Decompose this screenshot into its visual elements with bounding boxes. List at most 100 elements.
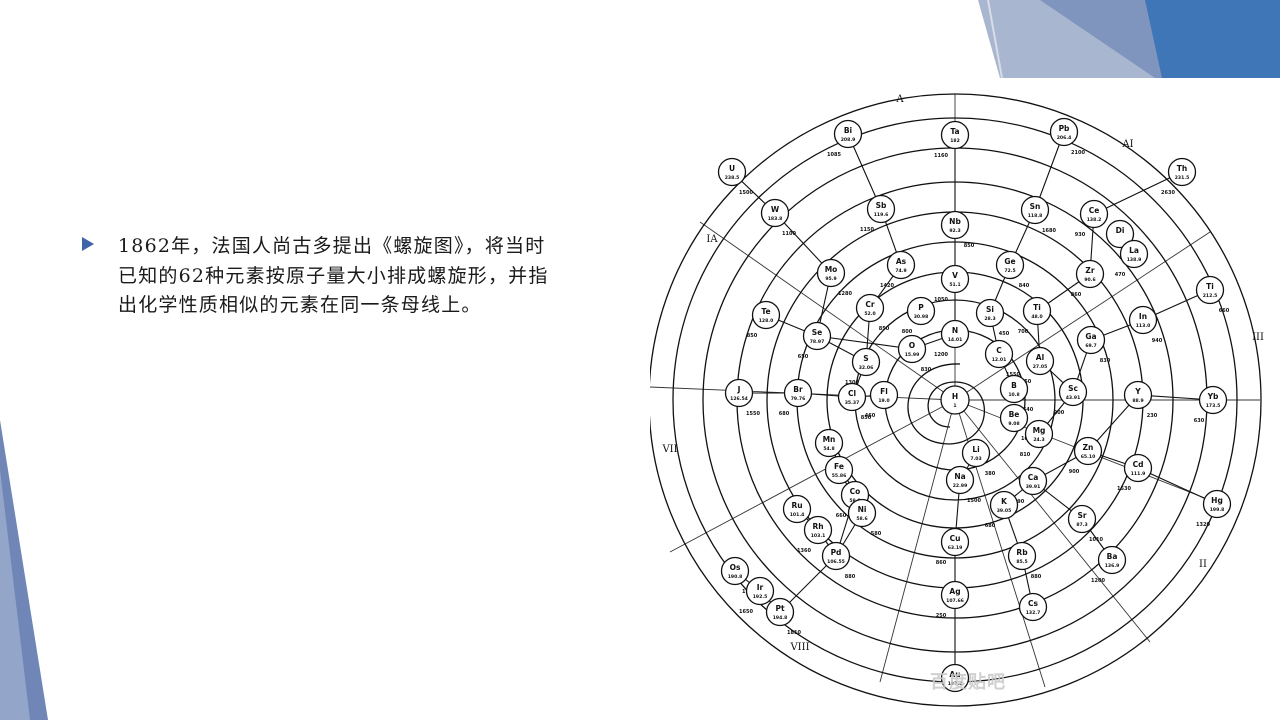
- element-circle: [765, 597, 795, 627]
- helix-path: [907, 363, 985, 445]
- element-symbol: Ru: [791, 501, 802, 510]
- element-symbol: Na: [954, 472, 965, 481]
- melting-labels: 1160210010851500263011001150168093080047…: [739, 150, 1230, 636]
- element-symbol: Ge: [1004, 257, 1015, 266]
- melting-label: 830: [921, 367, 932, 373]
- element-weight: 138.9: [1127, 257, 1142, 263]
- element-circle: [1025, 346, 1055, 376]
- element-circle: [1119, 239, 1149, 269]
- element-ir: Ir 192.5: [745, 576, 775, 606]
- element-circle: [897, 334, 927, 364]
- element-weight: 197.2: [948, 681, 963, 687]
- melting-label: 800: [902, 329, 913, 335]
- element-ru: Ru 101.4: [782, 494, 812, 524]
- melting-label: 630: [1194, 418, 1205, 424]
- element-circle: [1049, 117, 1079, 147]
- element-circle: [1097, 545, 1127, 575]
- element-weight: 85.5: [1016, 559, 1027, 565]
- element-weight: 39.05: [997, 508, 1012, 514]
- element-circle: [1022, 296, 1052, 326]
- element-circle: [1123, 453, 1153, 483]
- element-weight: 54.8: [823, 446, 834, 452]
- element-weight: 118.8: [1028, 213, 1043, 219]
- element-cu: Cu 63.19: [940, 527, 970, 557]
- spoke: [1093, 171, 1183, 215]
- element-be: Be9.08: [999, 403, 1029, 433]
- element-weight: 79.76: [791, 396, 806, 402]
- element-symbol: Ce: [1089, 206, 1100, 215]
- element-weight: 101.4: [790, 512, 805, 518]
- melting-label: 460: [865, 413, 876, 419]
- element-symbol: Sb: [876, 201, 887, 210]
- sector-label: II: [1199, 559, 1207, 570]
- element-symbol: Hg: [1211, 496, 1223, 505]
- melting-label: 830: [1100, 358, 1111, 364]
- element-circle: [821, 541, 851, 571]
- element-circle: [1079, 199, 1109, 229]
- element-circle: [866, 194, 896, 224]
- element-symbol: La: [1129, 246, 1139, 255]
- melting-label: 900: [1069, 469, 1080, 475]
- element-h: H1: [940, 385, 970, 415]
- element-symbol: Co: [850, 487, 861, 496]
- melting-label: 250: [936, 613, 947, 619]
- melting-label: 790: [1014, 499, 1025, 505]
- element-n: N14.01: [940, 319, 970, 349]
- element-symbol: Ir: [757, 583, 764, 592]
- top-band-edge: [987, 0, 1003, 79]
- element-weight: 87.3: [1076, 522, 1087, 528]
- element-symbol: N: [952, 326, 958, 335]
- melting-label: 850: [964, 243, 975, 249]
- element-di: Di: [1105, 219, 1135, 249]
- element-symbol: Mo: [825, 265, 838, 274]
- element-symbol: Cs: [1028, 599, 1039, 608]
- element-weight: 192.5: [753, 594, 768, 600]
- melting-label: 1200: [934, 352, 948, 358]
- melting-label: 1550: [746, 411, 760, 417]
- element-circle: [855, 293, 885, 323]
- element-weight: 128.0: [759, 318, 774, 324]
- element-symbol: V: [952, 271, 958, 280]
- melting-label: 680: [985, 523, 996, 529]
- element-symbol: Ba: [1107, 552, 1118, 561]
- element-symbol: O: [909, 341, 915, 350]
- element-circle: [940, 527, 970, 557]
- element-symbol: Mg: [1033, 426, 1046, 435]
- element-circle: [745, 576, 775, 606]
- melting-label: 380: [985, 471, 996, 477]
- element-symbol: In: [1139, 312, 1147, 321]
- element-circle: [1075, 259, 1105, 289]
- element-circle: [1198, 385, 1228, 415]
- element-weight: 27.05: [1033, 364, 1048, 370]
- element-symbol: Zn: [1083, 443, 1094, 452]
- element-symbol: Cu: [950, 534, 961, 543]
- element-symbol: Yb: [1207, 392, 1219, 401]
- element-symbol: Cl: [848, 389, 856, 398]
- element-circle: [724, 378, 754, 408]
- melting-label: 230: [1147, 413, 1158, 419]
- element-symbol: Be: [1009, 410, 1020, 419]
- element-circle: [1123, 380, 1153, 410]
- melting-label: 2100: [1071, 150, 1085, 156]
- element-symbol: Au: [949, 670, 960, 679]
- element-symbol: Li: [972, 445, 979, 454]
- element-symbol: K: [1001, 497, 1008, 506]
- element-weight: 231.5: [1175, 175, 1190, 181]
- element-weight: 63.19: [948, 545, 963, 551]
- element-weight: 92.3: [949, 228, 960, 234]
- element-circle: [824, 455, 854, 485]
